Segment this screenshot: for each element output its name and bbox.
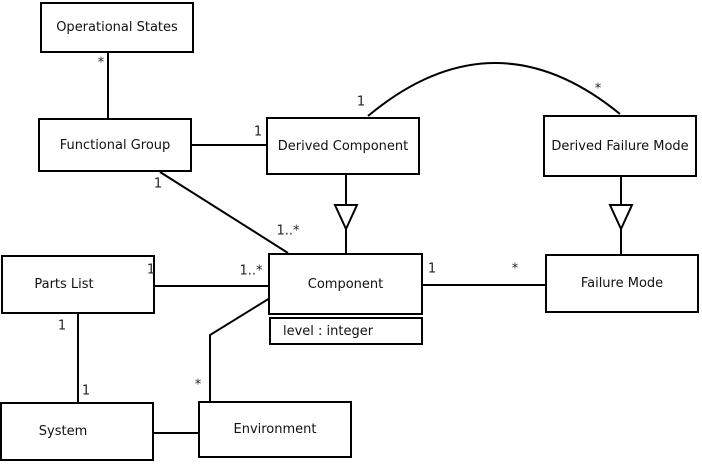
class-name-label: System bbox=[38, 424, 88, 439]
multiplicity-label: 1 bbox=[57, 318, 67, 334]
edge-component-environment bbox=[209, 297, 271, 401]
class-component-attributes: level : integer bbox=[269, 317, 423, 345]
multiplicity-label: * bbox=[594, 81, 602, 97]
class-functional-group: Functional Group bbox=[38, 118, 192, 172]
class-name-label: Component bbox=[307, 276, 384, 292]
multiplicity-label: 1 bbox=[427, 261, 437, 277]
multiplicity-label: * bbox=[511, 261, 519, 277]
class-name-label: Operational States bbox=[56, 20, 178, 35]
class-name-label: Functional Group bbox=[59, 137, 171, 153]
multiplicity-label: 1 bbox=[356, 94, 366, 110]
multiplicity-label: * bbox=[97, 55, 105, 71]
multiplicity-label: * bbox=[194, 377, 202, 393]
class-operational-states: Operational States bbox=[40, 2, 194, 53]
class-system: System bbox=[0, 402, 154, 461]
multiplicity-label: 1 bbox=[146, 262, 156, 278]
class-derived-failure-mode: Derived Failure Mode bbox=[543, 115, 697, 177]
generalization-triangle-icon bbox=[333, 204, 359, 232]
class-component: Component bbox=[268, 253, 423, 315]
multiplicity-label: 1 bbox=[153, 176, 163, 192]
edge-functional-group-component bbox=[159, 171, 289, 254]
generalization-triangle-icon bbox=[608, 204, 634, 232]
class-failure-mode: Failure Mode bbox=[545, 254, 699, 313]
class-parts-list: Parts List bbox=[1, 255, 155, 314]
edge-derived-component-derived-failure-mode-arc bbox=[367, 62, 621, 117]
class-attribute: level : integer bbox=[283, 323, 374, 339]
class-name-label: Environment bbox=[233, 422, 317, 437]
class-environment: Environment bbox=[198, 401, 352, 458]
multiplicity-label: 1 bbox=[81, 383, 91, 399]
class-derived-component: Derived Component bbox=[266, 117, 420, 175]
class-name-label: Derived Component bbox=[277, 138, 409, 154]
multiplicity-label: 1..* bbox=[276, 223, 300, 239]
class-name-label: Failure Mode bbox=[580, 276, 664, 291]
class-name-label: Derived Failure Mode bbox=[551, 138, 689, 154]
class-name-label: Parts List bbox=[34, 277, 94, 292]
multiplicity-label: 1 bbox=[253, 124, 263, 140]
multiplicity-label: 1..* bbox=[239, 263, 263, 279]
